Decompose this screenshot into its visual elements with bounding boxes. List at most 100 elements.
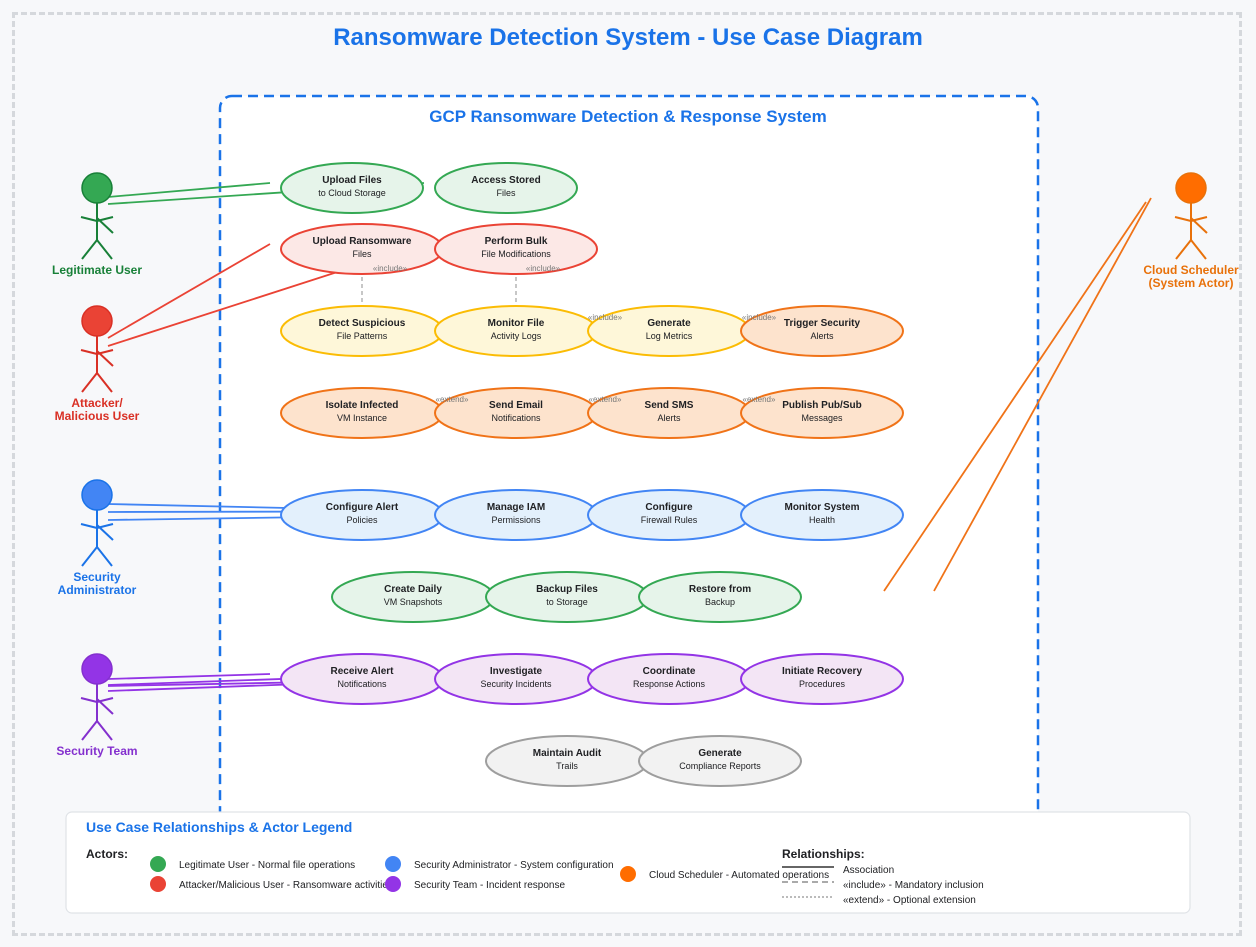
- use-case-isolate[interactable]: Isolate Infected VM Instance: [280, 387, 444, 439]
- association-line: [107, 673, 271, 680]
- use-case-ellipse: [740, 653, 904, 705]
- actor-secteam[interactable]: Security Team: [56, 653, 138, 758]
- actor-label: Attacker/: [71, 396, 123, 410]
- use-case-subtitle: File Modifications: [481, 249, 551, 259]
- use-case-subtitle: Log Metrics: [646, 331, 693, 341]
- actor-figure-icon: [80, 479, 114, 567]
- legend-actor-item: Security Team - Incident response: [385, 876, 565, 892]
- legend-relationship-text: «include» - Mandatory inclusion: [843, 880, 984, 891]
- relationship-label: «include»: [588, 313, 623, 322]
- use-case-title: Backup Files: [536, 584, 598, 595]
- legend-actor-item: Legitimate User - Normal file operations: [150, 856, 355, 872]
- legend: Use Case Relationships & Actor Legend Ac…: [65, 811, 1191, 914]
- actor-label: Administrator: [58, 583, 137, 597]
- use-case-title: Restore from: [689, 584, 751, 595]
- use-case-subtitle: File Patterns: [337, 331, 388, 341]
- use-case-subtitle: Alerts: [810, 331, 834, 341]
- use-case-title: Configure Alert: [326, 502, 399, 513]
- legend-actor-text: Legitimate User - Normal file operations: [179, 860, 355, 871]
- use-case-ellipse: [638, 735, 802, 787]
- use-case-subtitle: Permissions: [491, 515, 541, 525]
- use-case-subtitle: Response Actions: [633, 679, 706, 689]
- legend-title: Use Case Relationships & Actor Legend: [86, 819, 352, 835]
- use-case-title: Publish Pub/Sub: [782, 400, 861, 411]
- relationship-label: «extend»: [589, 395, 622, 404]
- use-case-ellipse: [740, 489, 904, 541]
- use-case-title: Perform Bulk: [485, 236, 548, 247]
- association-line: [933, 197, 1152, 592]
- actor-label: Security Team: [56, 744, 137, 758]
- relationship-label: «include»: [742, 313, 777, 322]
- association-line: [883, 201, 1147, 592]
- use-case-title: Trigger Security: [784, 318, 861, 329]
- relationship-label: «extend»: [743, 395, 776, 404]
- use-case-title: Initiate Recovery: [782, 666, 862, 677]
- actor-label: Malicious User: [55, 409, 140, 423]
- use-case-ellipse: [638, 571, 802, 623]
- use-case-title: Investigate: [490, 666, 543, 677]
- actor-figure-icon: [80, 305, 114, 393]
- system-title: GCP Ransomware Detection & Response Syst…: [429, 107, 826, 126]
- actor-legit[interactable]: Legitimate User: [52, 172, 142, 277]
- use-case-ellipse: [740, 387, 904, 439]
- legend-relationships-heading: Relationships:: [782, 847, 865, 861]
- use-case-subtitle: Firewall Rules: [641, 515, 698, 525]
- legend-relationship-items: Association«include» - Mandatory inclusi…: [782, 865, 984, 906]
- actor-scheduler[interactable]: Cloud Scheduler(System Actor): [1143, 172, 1239, 290]
- use-case-subtitle: Notifications: [491, 413, 541, 423]
- legend-dot-icon: [620, 866, 636, 882]
- use-case-subtitle: VM Instance: [337, 413, 387, 423]
- legend-dot-icon: [150, 856, 166, 872]
- page-title: Ransomware Detection System - Use Case D…: [333, 24, 923, 51]
- relationship-label: «include»: [526, 264, 561, 273]
- legend-dot-icon: [385, 856, 401, 872]
- legend-actor-text: Security Administrator - System configur…: [414, 860, 614, 871]
- use-case-ellipse: [280, 162, 424, 214]
- use-case-title: Create Daily: [384, 584, 442, 595]
- use-case-title: Detect Suspicious: [319, 318, 406, 329]
- legend-relationship-item: «include» - Mandatory inclusion: [782, 880, 984, 891]
- use-case-subtitle: Health: [809, 515, 835, 525]
- actor-figure-icon: [80, 172, 114, 260]
- use-case-title: Monitor File: [488, 318, 545, 329]
- actor-label: Legitimate User: [52, 263, 142, 277]
- legend-relationship-text: «extend» - Optional extension: [843, 895, 976, 906]
- actor-attacker[interactable]: Attacker/Malicious User: [55, 305, 140, 423]
- use-case-title: Isolate Infected: [326, 400, 399, 411]
- legend-dot-icon: [385, 876, 401, 892]
- relationship-label: «include»: [373, 264, 408, 273]
- use-case-subtitle: Trails: [556, 761, 578, 771]
- legend-actor-text: Attacker/Malicious User - Ransomware act…: [179, 880, 393, 891]
- legend-box: [65, 811, 1191, 914]
- legend-dot-icon: [150, 876, 166, 892]
- actor-label: Cloud Scheduler: [1143, 263, 1239, 277]
- use-case-title: Generate: [647, 318, 691, 329]
- use-case-subtitle: Messages: [801, 413, 843, 423]
